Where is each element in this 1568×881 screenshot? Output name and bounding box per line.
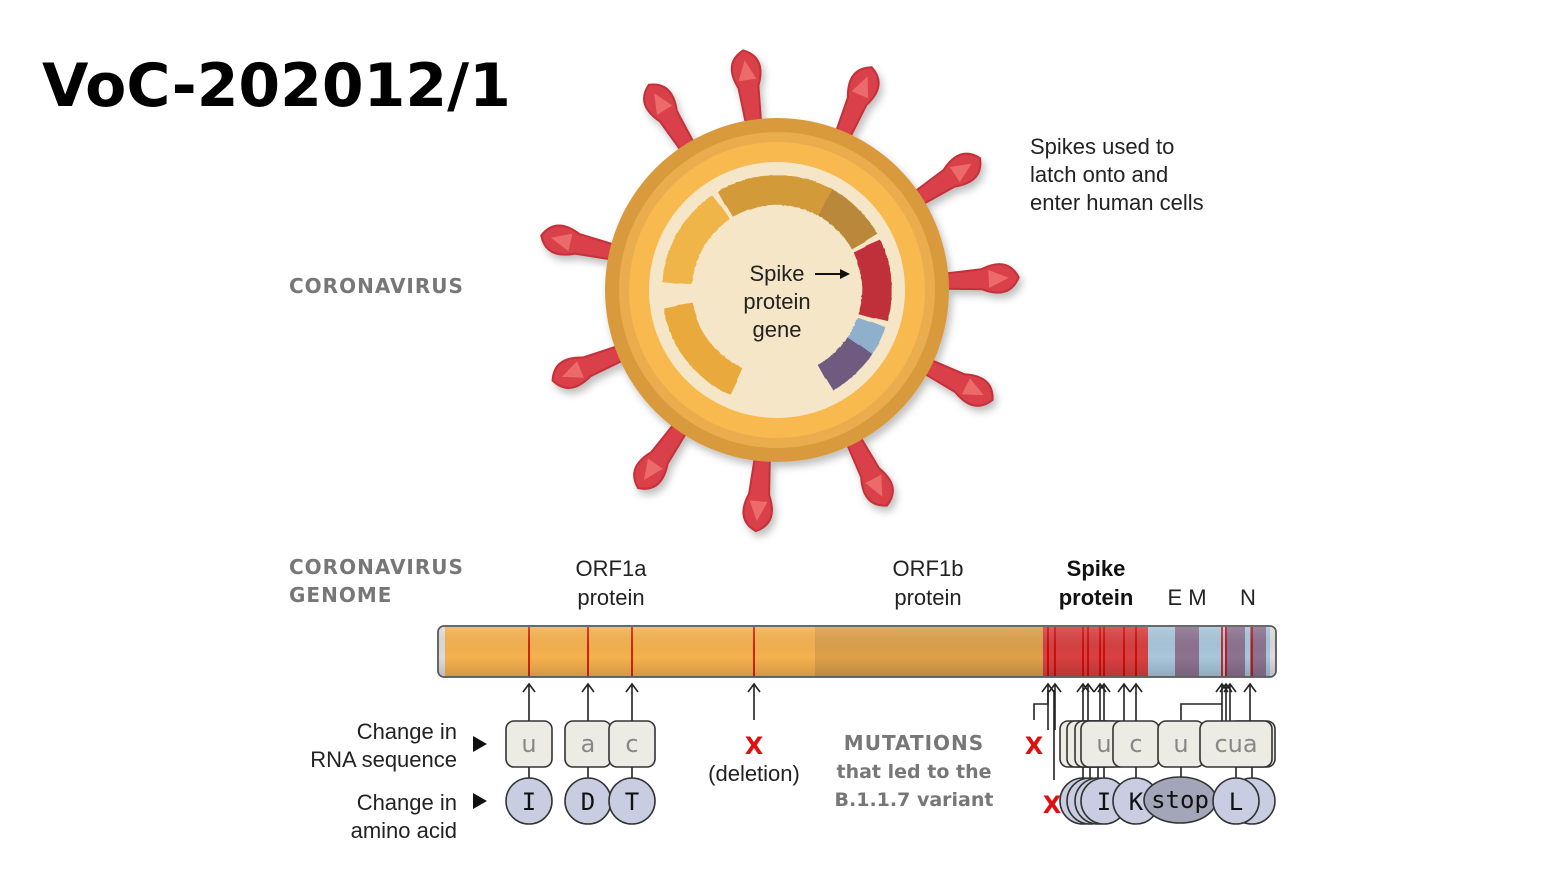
spikes (540, 49, 1020, 533)
spike-highlight (865, 474, 883, 497)
arrowhead (522, 682, 536, 693)
svg-text:I: I (522, 788, 536, 816)
rna-change-box: u (1157, 720, 1205, 778)
genome-label: GENOME (289, 583, 392, 607)
gene-orf1a-label: ORF1a (576, 556, 648, 581)
gene-spike-label: Spike (1067, 556, 1126, 581)
spike-highlight (988, 269, 1009, 288)
arrowhead (581, 682, 595, 693)
deletion-mark: X (1025, 732, 1044, 760)
arrowhead (1097, 682, 1111, 693)
legend-aa: amino acid (351, 818, 457, 843)
stop-codon: stop (1143, 776, 1217, 824)
spike-gene-label: Spike (749, 261, 804, 286)
svg-text:D: D (581, 788, 595, 816)
rna-segment (661, 195, 730, 285)
gene-spike-label: protein (1059, 585, 1134, 610)
arrowhead (1117, 682, 1131, 693)
svg-text:cua: cua (1214, 730, 1257, 758)
svg-text:c: c (1129, 730, 1142, 758)
arrowhead (1129, 682, 1143, 693)
amino-acid-circle: D (564, 777, 612, 825)
gene-orf1b-label: protein (894, 585, 961, 610)
rna-segment (718, 174, 836, 218)
spike-highlight (949, 163, 972, 183)
legend-rna: RNA sequence (310, 747, 457, 772)
spike-note: Spikes used to (1030, 134, 1174, 159)
spike (730, 49, 763, 134)
gene-orf1b-label: ORF1b (893, 556, 964, 581)
deletion-mark: X (1043, 791, 1062, 819)
spike-highlight (643, 458, 663, 480)
svg-text:T: T (625, 788, 639, 816)
genome-bar (437, 625, 1277, 678)
svg-text:a: a (581, 730, 596, 758)
rna-change-box: a (564, 720, 612, 778)
spike-note: enter human cells (1030, 190, 1204, 215)
spike (742, 447, 773, 533)
rna-change-box: u (505, 720, 553, 778)
arrowhead (1048, 682, 1062, 693)
legend-aa: Change in (357, 790, 457, 815)
spike-highlight (749, 500, 768, 522)
gene-orf1a-label: protein (577, 585, 644, 610)
spike-gene-label: gene (753, 317, 802, 342)
deletion-label: (deletion) (708, 761, 800, 786)
rna-segment (853, 239, 893, 322)
spike-gene-strand (661, 174, 893, 395)
svg-text:L: L (1229, 788, 1243, 816)
spike (935, 263, 1020, 294)
deletion-mark: X (745, 732, 764, 760)
spike-highlight (851, 76, 869, 99)
arrowhead (1223, 682, 1237, 693)
svg-text:I: I (1097, 788, 1111, 816)
spike-gene-label: protein (743, 289, 810, 314)
spike (540, 224, 624, 262)
rna-change-box: c (1112, 720, 1160, 778)
arrowhead (1081, 682, 1095, 693)
svg-text:u: u (521, 730, 536, 758)
gene-n-label: N (1240, 585, 1256, 610)
svg-text:u: u (1096, 730, 1111, 758)
spike-highlight (561, 361, 584, 378)
rna-change-box: cua (1199, 720, 1273, 778)
spike-highlight (550, 233, 573, 252)
genome-label: CORONAVIRUS (289, 555, 464, 579)
rna-segment (664, 302, 743, 395)
spike-note: latch onto and (1030, 162, 1168, 187)
svg-text:stop: stop (1151, 786, 1209, 814)
legend-rna: Change in (357, 719, 457, 744)
mutations-caption: B.1.1.7 variant (835, 789, 994, 811)
svg-text:u: u (1173, 730, 1188, 758)
triangle-right-icon (473, 793, 487, 809)
amino-acid-circle: T (608, 777, 656, 825)
gene-em-label: E M (1167, 585, 1206, 610)
mutations-caption: MUTATIONS (844, 731, 984, 755)
spike-highlight (738, 60, 757, 82)
svg-text:c: c (625, 730, 638, 758)
spike-highlight (654, 93, 673, 115)
arrow-icon (815, 269, 850, 279)
arrowhead (625, 682, 639, 693)
amino-acid-circle: I (505, 777, 553, 825)
mutations-caption: that led to the (837, 761, 992, 783)
arrowhead (1076, 682, 1090, 693)
svg-text:K: K (1129, 788, 1144, 816)
spike-highlight (961, 378, 984, 396)
rna-change-box: c (608, 720, 656, 778)
arrowhead (747, 682, 761, 693)
arrowhead (1243, 682, 1257, 693)
rna-segment (845, 317, 886, 358)
triangle-right-icon (473, 736, 487, 752)
page-title: VoC-202012/1 (42, 51, 511, 121)
coronavirus-label: CORONAVIRUS (289, 274, 464, 298)
amino-acid-circle: L (1212, 777, 1260, 825)
rna-segment (817, 337, 873, 391)
rna-segment (818, 188, 878, 250)
